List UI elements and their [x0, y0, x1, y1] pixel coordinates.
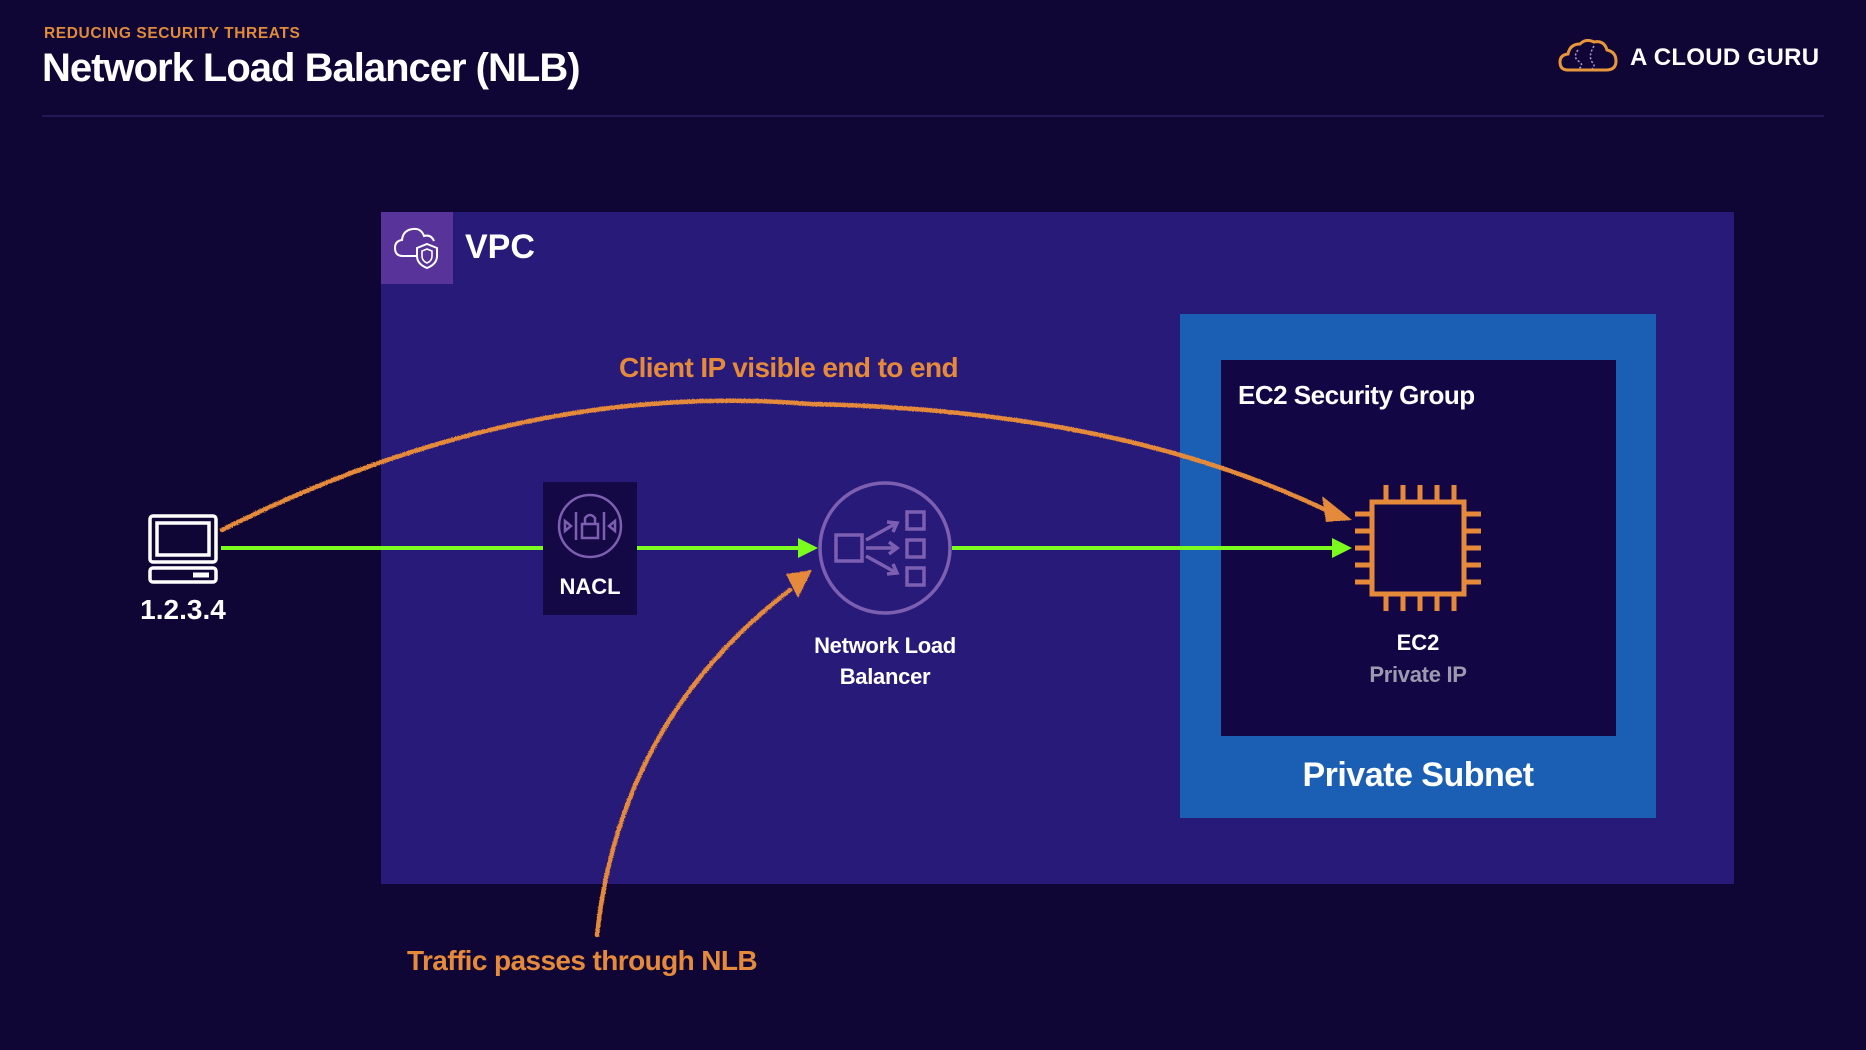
- vpc-icon-badge: [381, 212, 453, 284]
- vpc-label: VPC: [465, 228, 535, 266]
- nlb-label-line1: Network Load: [814, 633, 956, 658]
- private-subnet-label: Private Subnet: [1302, 756, 1534, 794]
- cloud-logo-icon: [1558, 36, 1618, 81]
- brand-name: A CLOUD GURU: [1630, 44, 1820, 71]
- annotation-client-ip: Client IP visible end to end: [619, 352, 959, 383]
- section-eyebrow: REDUCING SECURITY THREATS: [44, 25, 301, 42]
- nlb-label: Network Load Balancer: [785, 630, 985, 692]
- header-divider: [42, 115, 1824, 117]
- client-ip-label: 1.2.3.4: [140, 594, 226, 625]
- page-title: Network Load Balancer (NLB): [42, 46, 581, 90]
- security-group-label: EC2 Security Group: [1238, 380, 1475, 410]
- ec2-private-ip-label: Private IP: [1369, 662, 1467, 687]
- vpc-cloud-shield-icon: [391, 220, 443, 277]
- ec2-label: EC2: [1396, 630, 1440, 655]
- nacl-label: NACL: [559, 574, 621, 599]
- annotation-traffic-nlb: Traffic passes through NLB: [407, 945, 758, 976]
- brand-logo: A CLOUD GURU: [1558, 36, 1819, 80]
- nlb-label-line2: Balancer: [839, 664, 931, 689]
- desktop-computer-icon: [148, 514, 218, 584]
